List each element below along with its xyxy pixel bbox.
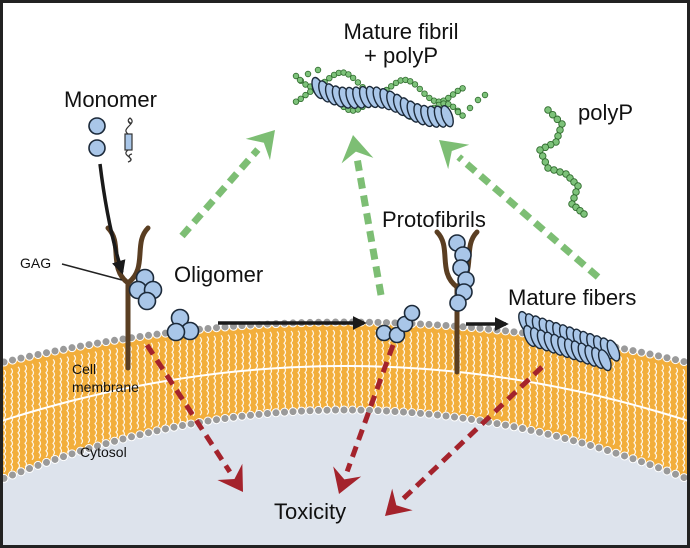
oligomer-membrane	[166, 308, 200, 342]
toxicity-label: Toxicity	[274, 499, 347, 524]
polyp-label: polyP	[578, 100, 634, 125]
mature-fibers-label: Mature fibers	[508, 285, 637, 310]
free-polyp-chain	[536, 106, 588, 218]
gag-toxicity-arrow	[144, 343, 243, 492]
monomer-group	[88, 117, 133, 163]
fibril-core	[311, 76, 454, 128]
fibers-to-fibril-arrow	[439, 140, 601, 280]
oligomer-to-fibril-arrow	[179, 130, 275, 239]
protofibril-membrane	[375, 304, 421, 344]
monomer-label: Monomer	[64, 87, 157, 112]
gag-chains	[61, 225, 480, 375]
protofibril-toxicity-arrow	[333, 344, 396, 494]
mature-fibril-polyp	[292, 66, 489, 128]
cell-membrane-line2: membrane	[72, 379, 139, 396]
monomer-to-gag-arrow	[98, 163, 126, 275]
mature-fibril-line1: Mature fibril	[343, 19, 459, 44]
monomer-ball-1	[88, 117, 106, 135]
cell-membrane-line1: Cell	[72, 361, 97, 377]
oligomer-gag-bound	[128, 268, 163, 311]
oligomer-label: Oligomer	[174, 262, 264, 287]
mature-fibril-label: Mature fibril + polyP	[326, 19, 476, 69]
monomer-structure-icon	[124, 117, 133, 163]
protein-particles	[88, 66, 621, 372]
bilayer-midline	[0, 365, 690, 423]
gag-label: GAG	[20, 255, 52, 271]
cytosol-region	[0, 410, 690, 548]
fibers-toxicity-arrow	[385, 365, 544, 516]
protofibrils-label: Protofibrils	[382, 207, 486, 232]
cytosol-label: Cytosol	[80, 444, 127, 460]
protofibril-gag-bound	[448, 234, 475, 312]
monomer-ball-2	[88, 139, 106, 157]
mature-fiber-stack	[518, 310, 621, 372]
cell-membrane-label: Cell membrane	[72, 360, 139, 396]
gag-pointer	[61, 263, 123, 281]
arrows	[98, 130, 601, 516]
protofibril-to-fibril-arrow	[341, 135, 385, 296]
mature-fibril-line2: + polyP	[364, 43, 438, 69]
